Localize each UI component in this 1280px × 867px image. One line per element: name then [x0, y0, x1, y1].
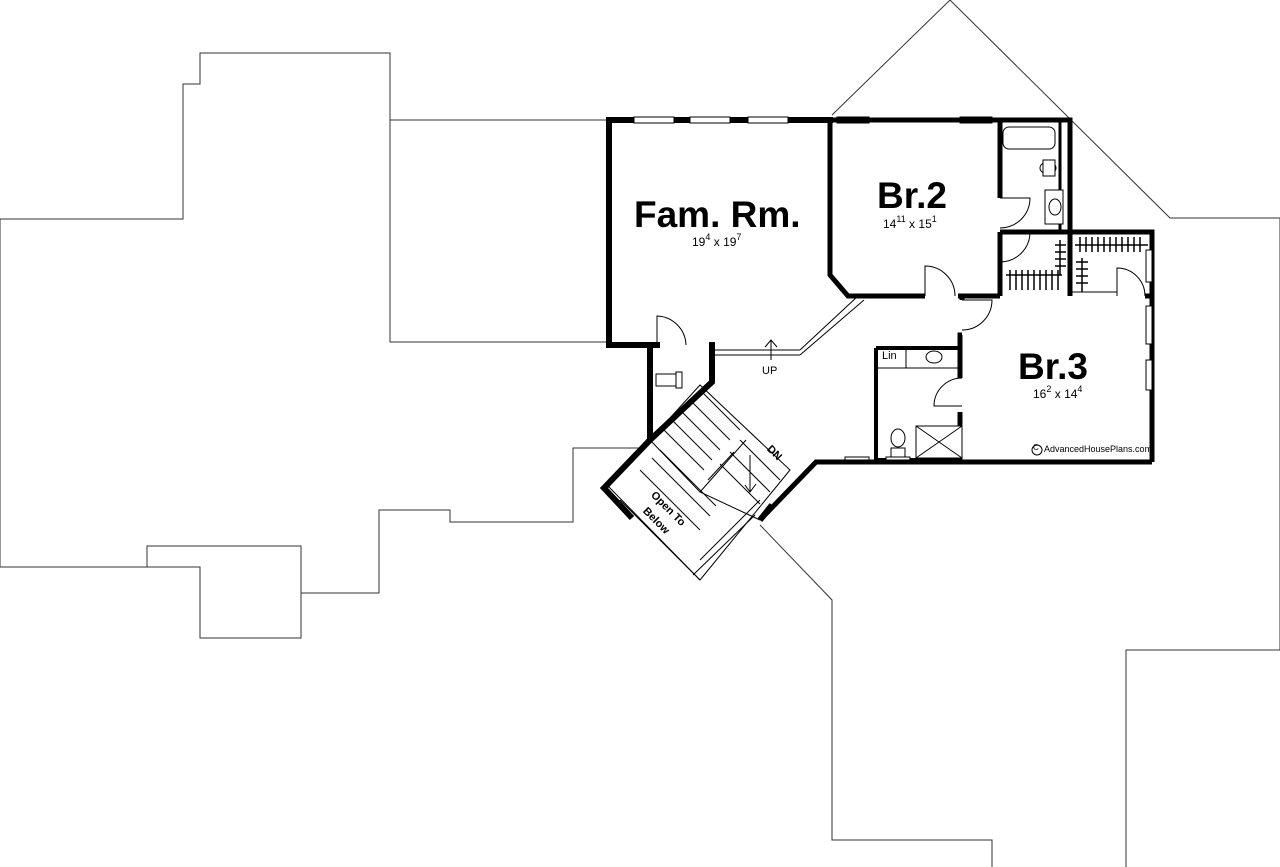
doors [656, 197, 1146, 407]
family-room-dimensions: 194 x 197 [692, 232, 742, 249]
bath2-fixtures [890, 350, 963, 459]
bedroom2-name: Br.2 [877, 175, 947, 216]
bedroom3-name: Br.3 [1018, 346, 1088, 387]
family-room-name: Fam. Rm. [634, 194, 801, 235]
linen-label: Lin [882, 350, 897, 362]
staircase [607, 384, 791, 581]
copyright-circle [1031, 444, 1043, 456]
up-label: UP [762, 365, 778, 377]
up-arrow [764, 339, 778, 360]
bedroom3-dimensions: 162 x 144 [1033, 384, 1083, 401]
bedroom3-windows [1145, 249, 1153, 391]
bedroom2-walls [827, 117, 1073, 299]
family-room-walls [606, 117, 833, 445]
watermark-text: AdvancedHousePlans.com [1044, 444, 1153, 454]
bath-fixtures [1002, 126, 1064, 225]
stair-walls [599, 345, 775, 522]
bedroom2-dimensions: 1411 x 151 [883, 214, 937, 231]
powder-room-toilet [655, 371, 683, 389]
closet-hangers [1006, 237, 1148, 292]
copyright-symbol: C [1033, 443, 1039, 452]
